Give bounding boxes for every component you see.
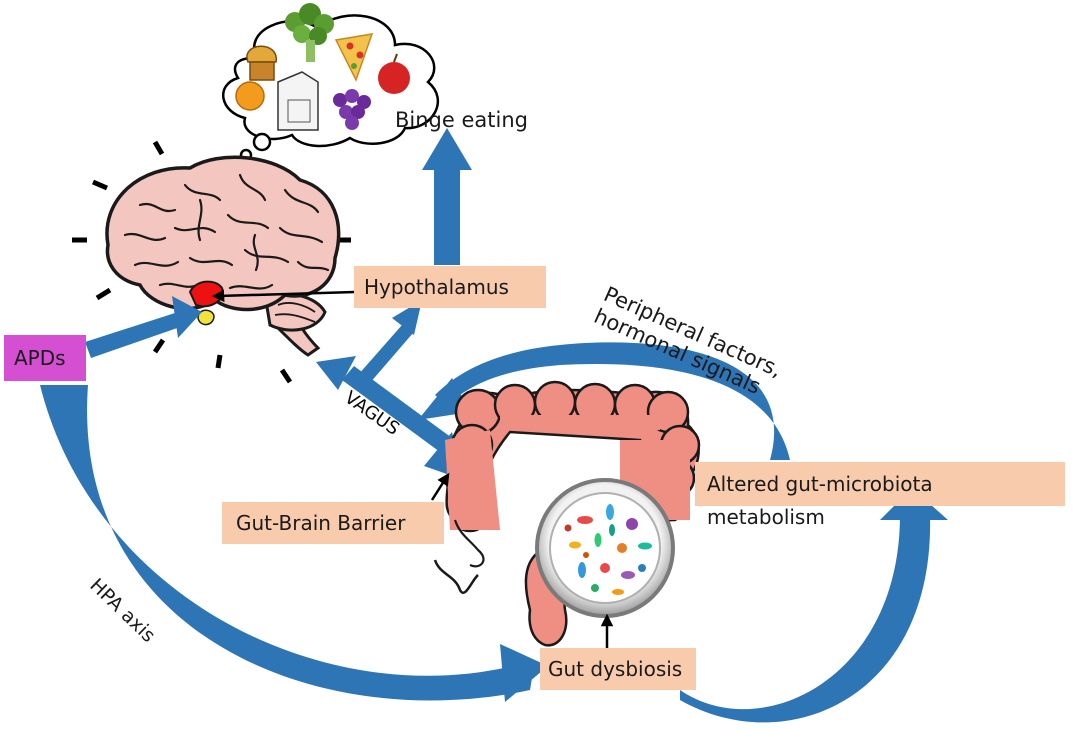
gut-brain-barrier-pointer-arrow xyxy=(430,472,450,501)
altered-metabolism-box: Altered gut-microbiota xyxy=(695,462,1065,506)
hypothalamus-label: Hypothalamus xyxy=(364,275,509,299)
apds-to-brain-arrow xyxy=(85,296,202,358)
binge-eating-arrow xyxy=(422,128,472,265)
thought-bubble-food-icon xyxy=(221,3,440,169)
microbiota-dish-icon xyxy=(535,478,675,618)
hpa-axis-arrow xyxy=(40,385,548,702)
gut-brain-barrier-box: Gut-Brain Barrier xyxy=(222,502,444,544)
hypothalamus-box: Hypothalamus xyxy=(354,266,546,308)
gut-brain-barrier-label: Gut-Brain Barrier xyxy=(236,511,406,535)
altered-metabolism-label-line1: Altered gut-microbiota xyxy=(707,472,933,496)
gut-dysbiosis-label: Gut dysbiosis xyxy=(548,657,683,681)
apds-label: APDs xyxy=(14,346,66,370)
gut-dysbiosis-box: Gut dysbiosis xyxy=(540,648,696,690)
hypothalamus-pointer-arrow xyxy=(211,289,356,303)
gut-to-hypothalamus-arrow xyxy=(358,300,422,384)
altered-metabolism-label-line2: metabolism xyxy=(707,505,825,529)
binge-eating-label: Binge eating xyxy=(395,108,528,132)
brain-icon xyxy=(105,155,341,357)
apds-box: APDs xyxy=(4,335,86,381)
